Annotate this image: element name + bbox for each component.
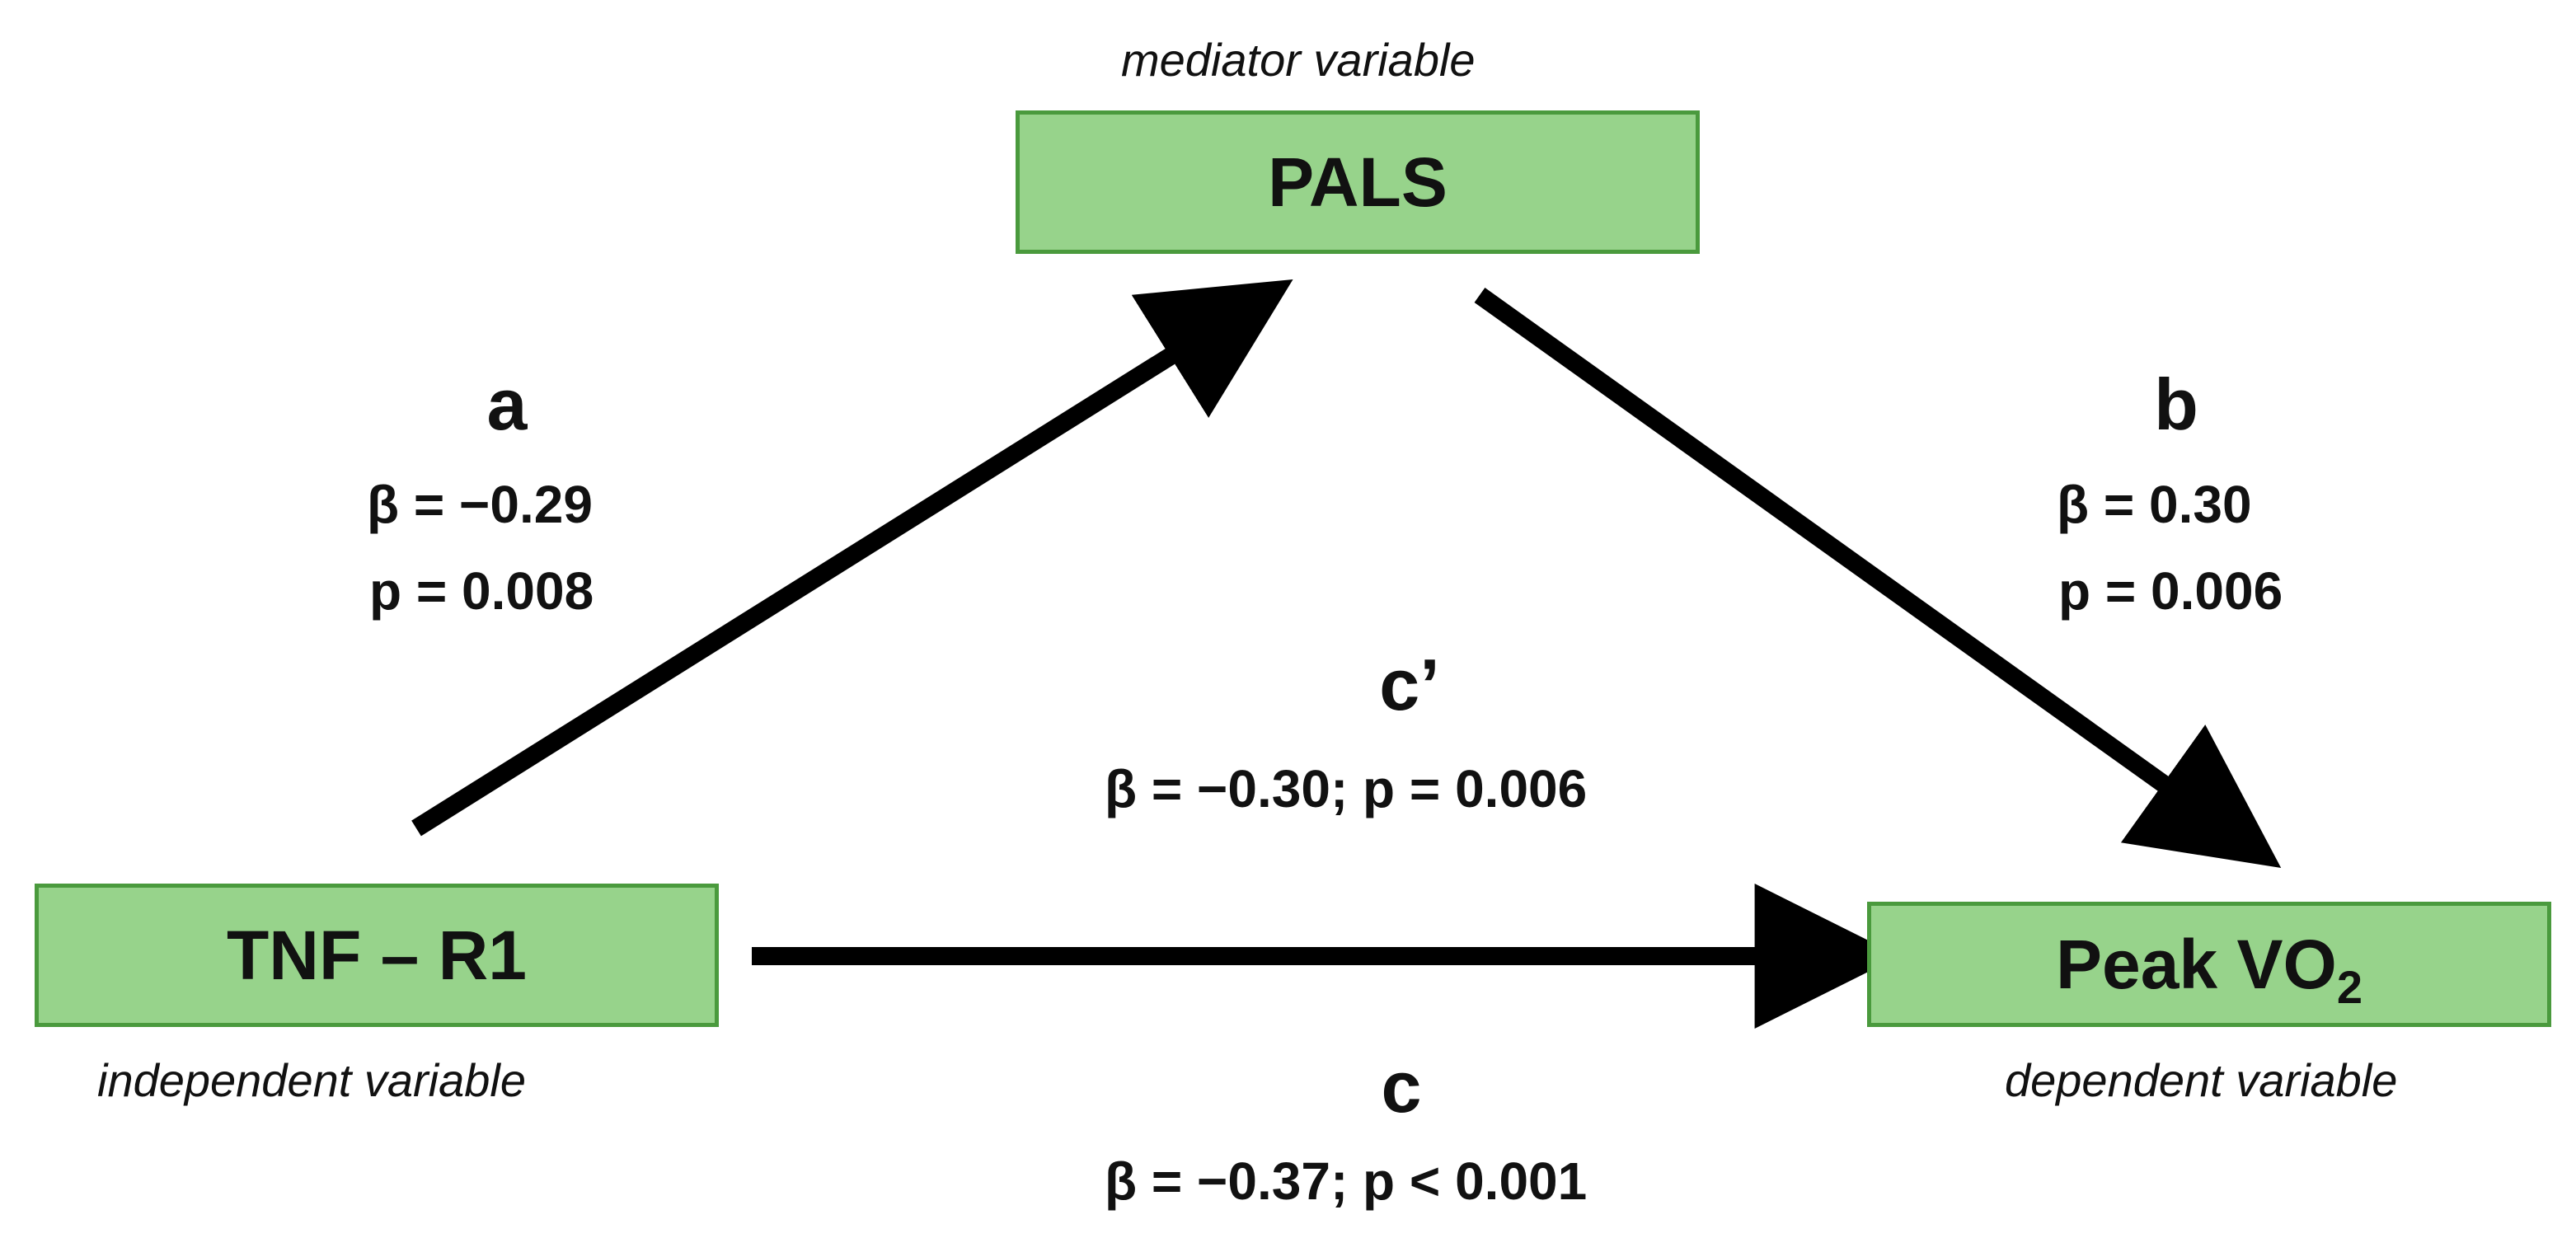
path-c-letter: c <box>1381 1046 1422 1128</box>
mediator-role-label: mediator variable <box>1121 34 1476 86</box>
dependent-box: Peak VO2 <box>1867 902 2551 1027</box>
path-c-prime-stats: β = −0.30; p = 0.006 <box>1105 759 1588 818</box>
independent-label: TNF – R1 <box>226 916 528 994</box>
path-a-letter: a <box>486 363 528 445</box>
path-b-p: p = 0.006 <box>2058 561 2283 621</box>
path-a-p: p = 0.008 <box>369 561 594 621</box>
path-b-beta: β = 0.30 <box>2057 475 2252 534</box>
dependent-label: Peak VO2 <box>2055 925 2363 1013</box>
arrow-path-a <box>411 279 1293 837</box>
dependent-role-label: dependent variable <box>2005 1054 2398 1106</box>
dependent-label-main: Peak VO <box>2055 925 2337 1003</box>
mediator-box: PALS <box>1016 110 1700 254</box>
independent-box: TNF – R1 <box>35 884 719 1027</box>
path-c-prime-letter: c’ <box>1379 644 1440 725</box>
path-b-letter: b <box>2154 363 2198 445</box>
independent-role-label: independent variable <box>97 1054 526 1106</box>
dependent-label-subscript: 2 <box>2336 960 2363 1013</box>
path-a-beta: β = −0.29 <box>367 475 593 534</box>
path-c-stats: β = −0.37; p < 0.001 <box>1105 1151 1588 1211</box>
arrow-path-b <box>1474 288 2282 869</box>
mediator-label: PALS <box>1268 143 1448 221</box>
